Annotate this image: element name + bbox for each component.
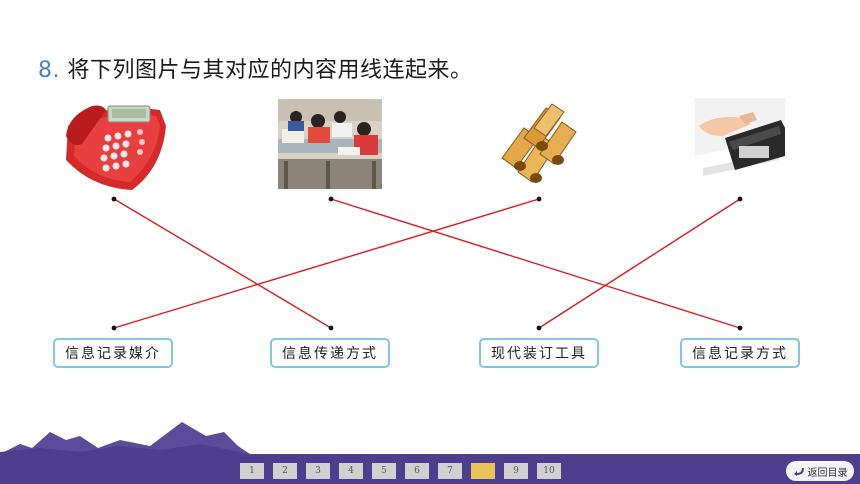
connection-dot xyxy=(328,196,334,202)
page-button-8[interactable]: 8 xyxy=(471,463,495,479)
stapler-image xyxy=(695,98,785,190)
connection-dot xyxy=(536,325,542,331)
page-button-2[interactable]: 2 xyxy=(273,463,297,479)
question-number: 8. xyxy=(38,58,60,83)
back-to-contents-button[interactable]: 返回目录 xyxy=(786,461,854,481)
page-button-5[interactable]: 5 xyxy=(372,463,396,479)
page-button-6[interactable]: 6 xyxy=(405,463,429,479)
mountain-decoration xyxy=(0,422,260,458)
connection-line xyxy=(330,198,741,329)
bamboo-scrolls-image xyxy=(501,103,577,183)
connection-dot xyxy=(737,196,743,202)
students-writing-image xyxy=(278,99,382,189)
page-button-7[interactable]: 7 xyxy=(438,463,462,479)
page-button-1[interactable]: 1 xyxy=(240,463,264,479)
label-info-record-method: 信息记录方式 xyxy=(680,338,800,368)
connection-line xyxy=(113,198,332,329)
page-button-4[interactable]: 4 xyxy=(339,463,363,479)
page-button-9[interactable]: 9 xyxy=(504,463,528,479)
back-to-contents-label: 返回目录 xyxy=(807,467,848,479)
page-button-3[interactable]: 3 xyxy=(306,463,330,479)
connection-dot xyxy=(111,325,117,331)
page-button-10[interactable]: 10 xyxy=(537,463,561,479)
label-info-transmission-method: 信息传递方式 xyxy=(270,338,390,368)
connection-dot xyxy=(536,196,542,202)
return-arrow-icon xyxy=(793,467,804,476)
question-text: 8. 将下列图片与其对应的内容用线连起来。 xyxy=(38,52,473,84)
page-navigator: 1 2 3 4 5 6 7 8 9 10 xyxy=(240,463,561,479)
connection-line xyxy=(538,198,741,329)
connection-dot xyxy=(737,325,743,331)
footer-bar xyxy=(0,454,860,484)
connection-dot xyxy=(111,196,117,202)
connection-line xyxy=(113,198,540,329)
label-modern-binding-tool: 现代装订工具 xyxy=(479,338,599,368)
connection-dot xyxy=(328,325,334,331)
telephone-image xyxy=(66,105,166,190)
question-body: 将下列图片与其对应的内容用线连起来。 xyxy=(67,58,473,83)
label-info-record-medium: 信息记录媒介 xyxy=(53,338,173,368)
